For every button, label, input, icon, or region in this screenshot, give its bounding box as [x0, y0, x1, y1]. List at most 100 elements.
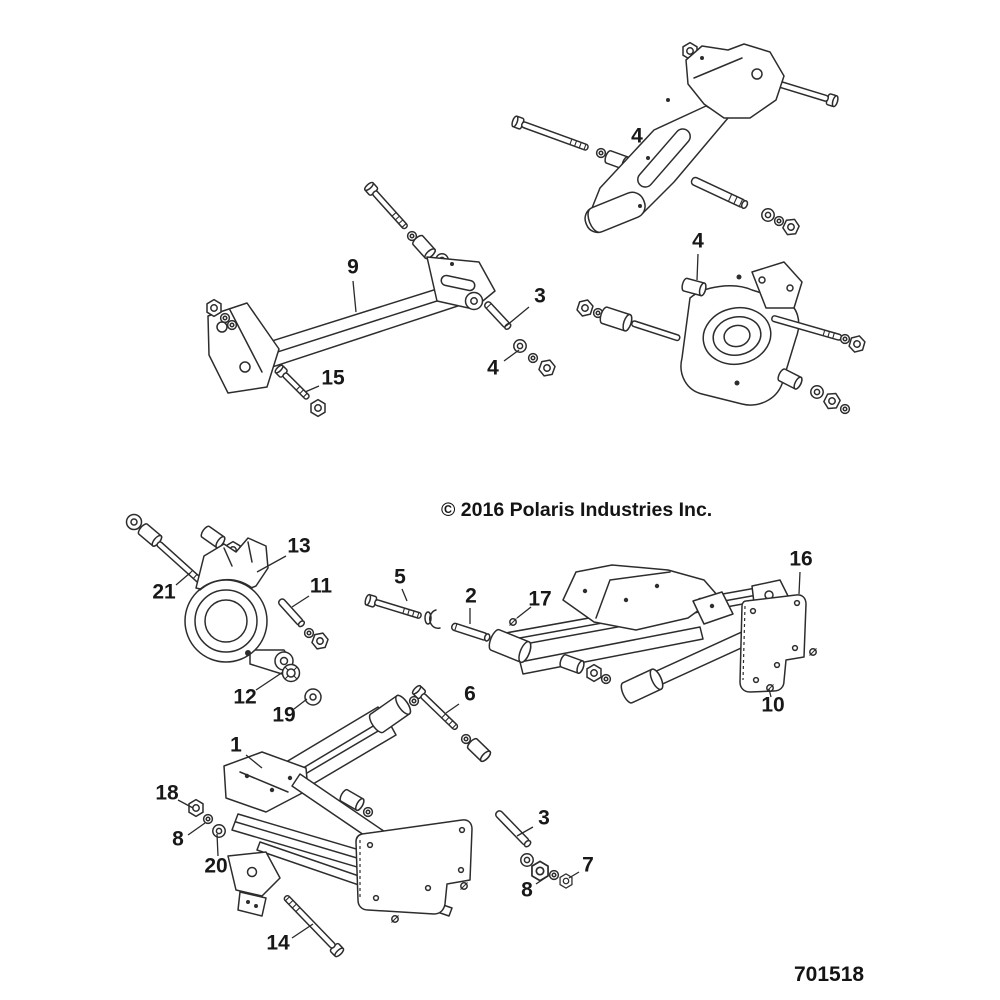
washer [773, 215, 785, 227]
callout-leader-10 [768, 688, 772, 698]
bolt-head [125, 513, 143, 531]
washer [839, 403, 851, 415]
callout-leader-6 [445, 703, 460, 714]
right-frame-assembly [486, 564, 818, 706]
callout-13: 13 [287, 535, 310, 558]
bushing-4 [680, 276, 708, 298]
washer [362, 806, 374, 818]
washer [303, 627, 315, 639]
pin-11 [277, 598, 306, 628]
bracket-hole [246, 866, 258, 878]
callout-leader-9 [352, 280, 357, 313]
clevis-hole [751, 68, 763, 80]
rivet [709, 603, 715, 609]
flange-hole [758, 276, 766, 284]
mid-bracket [692, 591, 734, 625]
callout-leader-21 [175, 572, 191, 586]
screw-dot [734, 380, 740, 386]
rivet [450, 262, 454, 266]
callout-leader-7 [568, 871, 580, 879]
washer-8b [548, 869, 560, 881]
callout-7: 7 [582, 854, 594, 877]
nut [206, 298, 222, 318]
bearing-carrier-assembly [574, 261, 867, 415]
callout-leader-13 [256, 555, 287, 573]
callout-4: 4 [487, 357, 499, 380]
spacer [597, 305, 635, 333]
washer [219, 312, 231, 324]
pin-3-lower [495, 810, 532, 848]
washer [408, 695, 420, 707]
arm-eye-hole [279, 656, 289, 666]
nut-18 [188, 798, 204, 818]
bolt [362, 180, 411, 233]
callout-14: 14 [266, 932, 290, 955]
bracket-foot [237, 891, 267, 917]
arm-tube-line [242, 292, 463, 364]
arm-bushing-tube [584, 191, 646, 234]
screw-dot [245, 650, 251, 656]
rivet [582, 588, 588, 594]
rivet [700, 56, 704, 60]
rivet [654, 583, 660, 589]
callout-leader-3 [505, 306, 530, 327]
callout-leader-16 [798, 571, 801, 595]
plate-hole [458, 826, 466, 834]
callout-21: 21 [152, 581, 176, 604]
callout-leader-5 [401, 588, 408, 602]
callout-4: 4 [631, 125, 643, 148]
pin [484, 301, 512, 330]
plate-hole [749, 607, 757, 615]
washer [761, 208, 775, 222]
bolt-head-hole [130, 518, 138, 526]
callout-6: 6 [464, 683, 476, 706]
part-number: 701518 [794, 963, 864, 986]
bracket-hole [239, 361, 251, 373]
hub [184, 579, 268, 663]
washer [226, 319, 238, 331]
upper-trailing-arm-assembly [510, 41, 840, 239]
screw [459, 881, 469, 891]
knuckle-assembly [125, 513, 331, 706]
guard-plate-lower [355, 819, 473, 915]
callout-8: 8 [521, 879, 533, 902]
nut [821, 389, 843, 413]
nut [536, 356, 558, 380]
rivet [638, 204, 642, 208]
plate-edge [742, 605, 746, 681]
gusset-slot [440, 274, 476, 292]
hub-arc [199, 578, 253, 591]
left-bracket [227, 851, 281, 897]
ball-joint-hole [470, 297, 478, 305]
pivot-tube [618, 666, 666, 706]
spline-ticks [284, 666, 298, 680]
plate-hole [424, 884, 432, 892]
callout-leader-18 [177, 799, 194, 809]
plate-hole [457, 866, 465, 874]
copyright-text: © 2016 Polaris Industries Inc. [441, 499, 712, 521]
nut [310, 398, 326, 418]
callout-leader-1 [245, 754, 263, 769]
washer [513, 339, 527, 353]
plate-hole [752, 676, 760, 684]
rivet [246, 900, 250, 904]
bore-inner [723, 324, 751, 348]
bore-mid [712, 316, 762, 356]
washer-19 [304, 688, 322, 706]
callout-leader-14 [291, 923, 314, 939]
washer [527, 352, 539, 364]
callout-17: 17 [528, 588, 551, 611]
washer [460, 733, 472, 745]
pin-2 [450, 622, 491, 642]
clevis-line [693, 57, 743, 79]
callout-4: 4 [692, 230, 704, 253]
lower-frame-assembly [188, 683, 573, 959]
callout-8: 8 [172, 828, 184, 851]
bolt-shaft [631, 320, 681, 342]
fork-lines [223, 541, 253, 567]
carrier-flange [751, 261, 803, 309]
front-bracket [207, 302, 280, 394]
hub-ring [194, 589, 258, 653]
